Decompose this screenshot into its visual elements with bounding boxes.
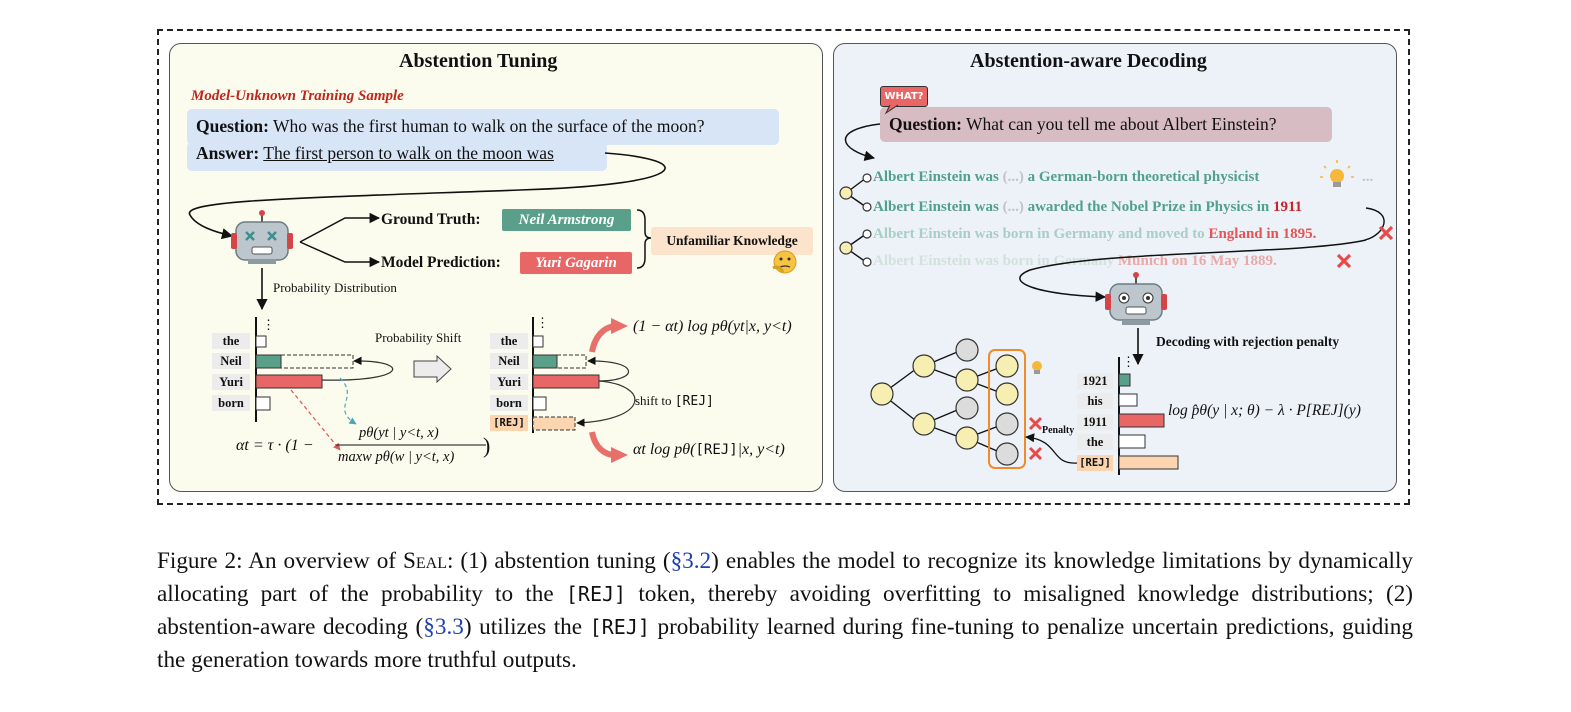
right-question-text: What can you tell me about Albert Einste…	[966, 114, 1277, 134]
robot-icon-left	[231, 210, 293, 264]
caption-part4: ) utilizes the	[463, 614, 583, 640]
robot-icon-right	[1105, 272, 1167, 325]
right-question-line: Question: What can you tell me about Alb…	[889, 114, 1277, 135]
bottom-formula-token: [REJ]	[695, 442, 738, 458]
token-neil-before: Neil	[212, 353, 250, 369]
alpha-formula-close: )	[483, 433, 491, 458]
gen1-ellipsis: ...	[1362, 169, 1374, 185]
generation-2: Albert Einstein was (...) awarded the No…	[873, 199, 1302, 216]
question-text: Who was the first human to walk on the s…	[273, 116, 705, 136]
gen1-b: (...)	[1002, 169, 1024, 185]
gen1-c: a German-born theoretical physicist	[1027, 169, 1260, 185]
answer-line: Answer: The first person to walk on the …	[196, 143, 554, 164]
gen3-a: Albert Einstein was born in Germany and …	[873, 226, 1205, 242]
abstention-tuning-title: Abstention Tuning	[399, 50, 558, 72]
gen2-b: (...)	[1002, 199, 1024, 215]
figure-caption: Figure 2: An overview of Seal: (1) abste…	[157, 545, 1413, 677]
token-his: his	[1077, 393, 1113, 409]
what-speech-bubble: WHAT?	[880, 86, 928, 107]
ground-truth-value: Neil Armstrong	[502, 209, 631, 231]
generation-3: Albert Einstein was born in Germany and …	[873, 226, 1316, 243]
ground-truth-label: Ground Truth:	[381, 211, 481, 228]
probability-shift-label: Probability Shift	[375, 330, 462, 345]
token-born-before: born	[212, 395, 250, 411]
caption-ref-3-3[interactable]: §3.3	[423, 614, 464, 640]
figure-frame	[157, 29, 1410, 505]
gen2-d: 1911	[1273, 199, 1303, 215]
bottom-formula: αt log pθ([REJ]|x, y<t)	[633, 441, 785, 459]
caption-part2: ) enables the model to recognize its kno…	[157, 548, 1413, 607]
answer-label: Answer:	[196, 143, 260, 163]
gen4-b: Munich on 16 May 1889.	[1118, 253, 1277, 269]
shift-to-text: shift to	[635, 393, 672, 408]
decoding-penalty-label: Decoding with rejection penalty	[1156, 334, 1340, 349]
vdots-before: ⋮	[262, 317, 275, 332]
alpha-formula-denominator: maxw pθ(w | y<t, x)	[338, 449, 455, 465]
token-1921: 1921	[1077, 373, 1113, 389]
caption-prefix: Figure 2: An overview of	[157, 548, 397, 574]
model-prediction-value: Yuri Gagarin	[520, 252, 632, 274]
vdots-after: ⋮	[536, 315, 549, 330]
caption-ref-3-2[interactable]: §3.2	[670, 548, 712, 574]
thinking-face-icon	[772, 250, 797, 274]
alpha-formula-numerator: pθ(yt | y<t, x)	[359, 425, 439, 441]
token-yuri-before: Yuri	[212, 374, 250, 390]
token-the-before: the	[212, 333, 250, 349]
token-1911: 1911	[1077, 414, 1113, 430]
right-question-box	[880, 107, 1332, 142]
top-formula: (1 − αt) log pθ(yt|x, y<t)	[633, 318, 792, 335]
gen2-a: Albert Einstein was	[873, 199, 999, 215]
question-line: Question: Who was the first human to wal…	[196, 116, 705, 137]
lightbulb-icon	[1320, 160, 1354, 187]
shift-to-token: [REJ]	[674, 394, 714, 409]
answer-to-model-arrow	[188, 152, 666, 240]
gen1-a: Albert Einstein was	[873, 169, 999, 185]
gen2-c: awarded the Nobel Prize in Physics in	[1027, 199, 1270, 215]
token-neil-after: Neil	[490, 353, 528, 369]
gen3-b: England in 1895.	[1208, 226, 1317, 242]
token-rej-after: [REJ]	[490, 415, 528, 431]
token-rej: [REJ]	[1077, 455, 1113, 471]
vdots-right: ⋮	[1122, 354, 1135, 369]
abstention-decoding-title: Abstention-aware Decoding	[970, 50, 1207, 72]
bottom-formula-pre: αt log pθ(	[633, 441, 696, 458]
token-yuri-after: Yuri	[490, 374, 528, 390]
caption-part3: token, thereby avoiding overfitting to m…	[157, 581, 1414, 640]
question-box	[187, 109, 779, 145]
shift-to-rej-label: shift to [REJ]	[635, 393, 714, 409]
answer-box	[187, 142, 607, 171]
token-born-after: born	[490, 395, 528, 411]
token-the: the	[1077, 434, 1113, 450]
training-sample-label: Model-Unknown Training Sample	[191, 88, 404, 104]
probability-distribution-label: Probability Distribution	[273, 280, 397, 295]
caption-part1: : (1) abstention tuning (	[446, 548, 671, 574]
bottom-formula-post: |x, y<t)	[737, 441, 785, 458]
model-prediction-label: Model Prediction:	[381, 254, 501, 271]
question-label: Question:	[196, 116, 269, 136]
alpha-formula-lhs: αt = τ · (1 −	[236, 437, 314, 454]
unfamiliar-knowledge-tag: Unfamiliar Knowledge	[651, 227, 813, 255]
token-the-after: the	[490, 333, 528, 349]
caption-method-name: Seal	[402, 548, 447, 574]
caption-token-1: [REJ]	[565, 582, 627, 606]
caption-part5: probability learned during fine-tuning t…	[157, 614, 1413, 673]
generation-1: Albert Einstein was (...) a German-born …	[873, 169, 1259, 186]
right-question-label: Question:	[889, 114, 962, 134]
penalty-formula: log p̂θ(y | x; θ) − λ · P[REJ](y)	[1168, 402, 1361, 419]
reject-cross-icons	[1336, 225, 1394, 269]
caption-token-2: [REJ]	[589, 615, 650, 639]
penalty-label: Penalty	[1042, 425, 1075, 436]
answer-text: The first person to walk on the moon was	[263, 143, 554, 163]
